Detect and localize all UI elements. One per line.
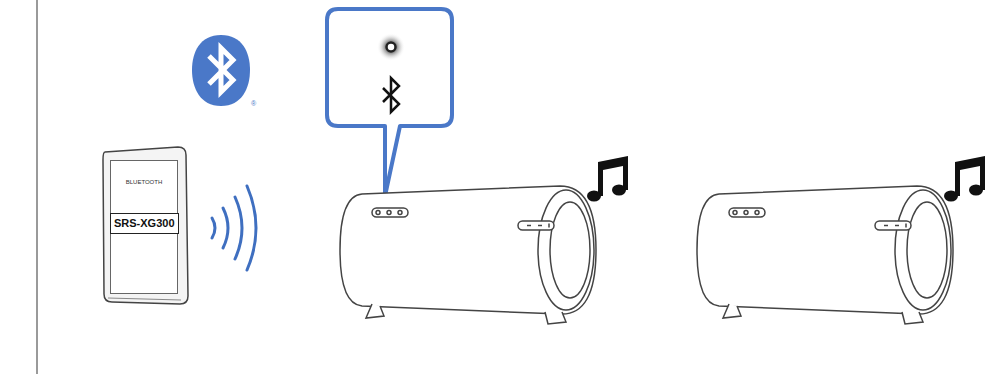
device-name: SRS-XG300 [114, 217, 175, 230]
music-note [587, 156, 628, 202]
screen-title: BLUETOOTH [111, 179, 177, 186]
device-name-box: SRS-XG300 [110, 213, 179, 234]
speaker [697, 186, 953, 324]
bluetooth-logo [192, 35, 250, 106]
separator-line [36, 0, 38, 374]
registered-mark: ® [251, 100, 256, 107]
music-note [944, 156, 985, 202]
phone-screen: BLUETOOTH SRS-XG300 [110, 160, 178, 294]
signal-waves [212, 186, 256, 270]
indicator-callout [327, 9, 452, 196]
speaker [340, 186, 596, 324]
smartphone [103, 147, 188, 304]
